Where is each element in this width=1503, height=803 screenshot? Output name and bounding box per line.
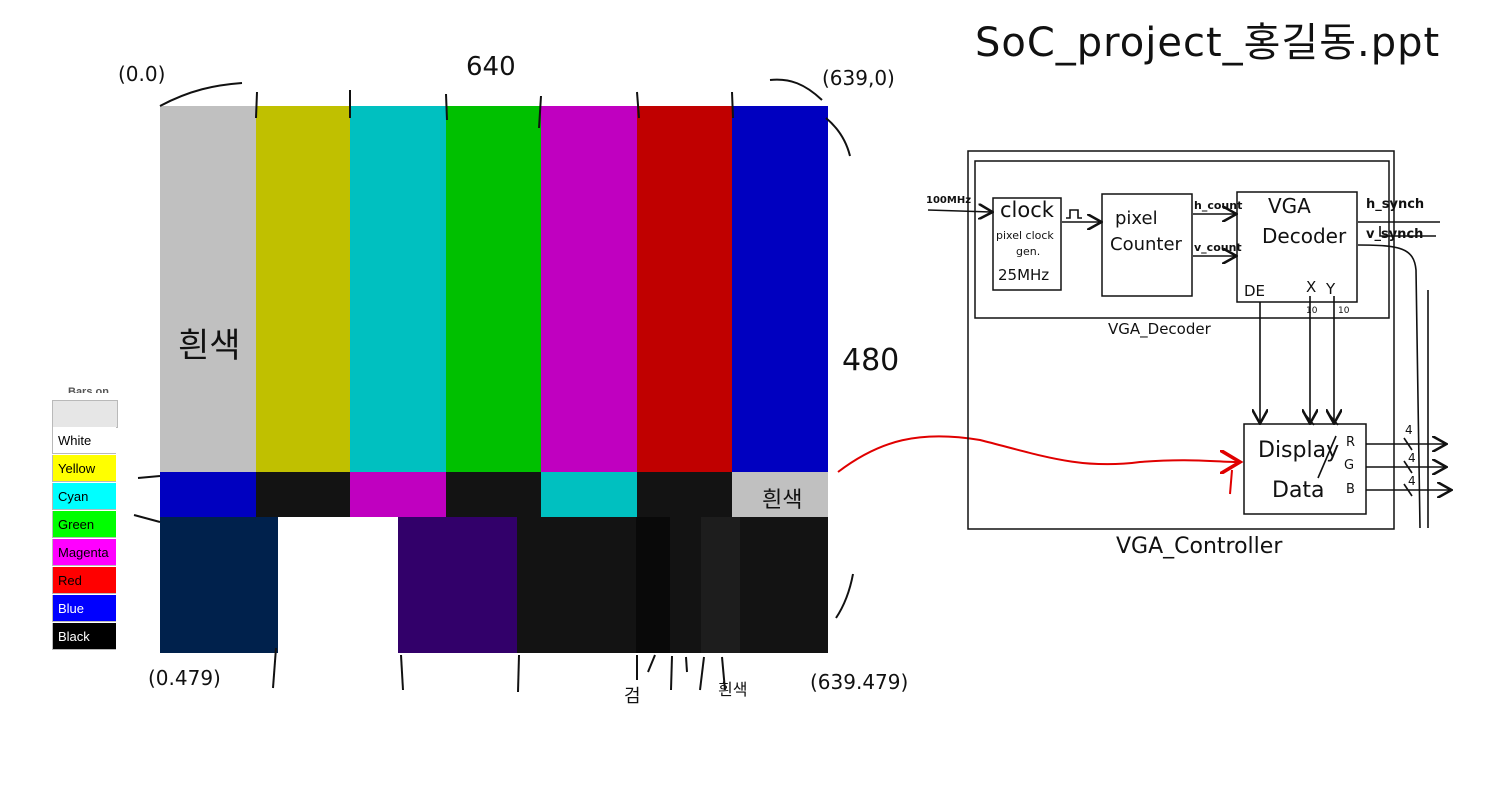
g-output-label: G	[1344, 458, 1355, 473]
x-bus-slash	[1303, 412, 1315, 426]
red-connector-tail	[1229, 469, 1233, 495]
bottom-bar-dark-gray	[701, 517, 740, 653]
bottom-bar-white	[278, 517, 398, 653]
display-block-line2: Data	[1272, 478, 1325, 503]
r-bus-slash	[1403, 437, 1413, 451]
top-bar-green	[446, 106, 541, 472]
legend-row-blue: Blue	[52, 595, 116, 622]
legend-title: Bars on	[68, 386, 109, 393]
x-bits-label: 10	[1306, 306, 1318, 316]
bottom-right-coordinate: (639.479)	[810, 670, 909, 694]
top-bar-cyan	[350, 106, 446, 472]
b-bus-slash	[1403, 483, 1413, 497]
vga-decoder-group-box	[974, 160, 1390, 319]
decoder-block-line1: VGA	[1268, 194, 1311, 218]
decoder-x-port: X	[1306, 278, 1317, 296]
v-sync-label: v_synch	[1366, 227, 1424, 242]
top-bar-red	[637, 106, 732, 472]
clock-block-freq: 25MHz	[998, 266, 1050, 284]
middle-bar-white-6	[732, 472, 828, 517]
clock-gen-box	[992, 197, 1062, 291]
decoder-de-port: DE	[1244, 282, 1266, 300]
width-label: 640	[466, 52, 516, 82]
bottom-bar-black-4	[740, 517, 828, 653]
middle-bar-black-3	[446, 472, 541, 517]
pixel-counter-box	[1101, 193, 1193, 297]
bottom-bar-black	[517, 517, 636, 653]
red-connector-arrow	[837, 435, 1238, 472]
bottom-bar-black-2	[636, 517, 670, 653]
display-slash	[1317, 435, 1337, 479]
top-bar-magenta	[541, 106, 637, 472]
white-bar-label: 흰색	[178, 326, 241, 366]
clock-pulse-icon	[1066, 209, 1082, 219]
bottom-bar-navy	[160, 517, 278, 653]
bottom-left-coordinate: (0.479)	[148, 666, 221, 690]
controller-caption: VGA_Controller	[1116, 534, 1283, 559]
top-bar-yellow	[256, 106, 350, 472]
legend-row-red: Red	[52, 567, 116, 594]
decoder-y-port: Y	[1326, 280, 1336, 298]
clock-block-line2: gen.	[1016, 245, 1041, 258]
h-sync-label: h_synch	[1366, 197, 1425, 212]
b-output-label: B	[1346, 482, 1355, 497]
counter-block-line1: pixel	[1115, 208, 1158, 229]
legend-row-black: Black	[52, 623, 116, 650]
top-bar-blue	[732, 106, 828, 472]
decoder-block-line2: Decoder	[1262, 224, 1347, 248]
height-label: 480	[842, 343, 900, 378]
v-count-label: v_count	[1194, 241, 1242, 254]
top-left-coordinate: (0.0)	[118, 62, 166, 86]
top-bar-white	[160, 106, 256, 472]
middle-bar-cyan-4	[541, 472, 637, 517]
decoder-caption: VGA_Decoder	[1108, 320, 1211, 338]
vga-controller-box	[967, 150, 1395, 530]
middle-bar-black-1	[256, 472, 350, 517]
vga-decoder-box	[1236, 191, 1358, 303]
legend-row-green: Green	[52, 511, 116, 538]
input-clock-arrow	[927, 210, 991, 212]
r-bits-label: 4	[1405, 423, 1413, 437]
color-bar-test-pattern	[160, 106, 828, 653]
b-bits-label: 4	[1408, 474, 1416, 488]
input-clock-label: 100MHz	[926, 195, 972, 206]
legend-row-magenta: Magenta	[52, 539, 116, 566]
page-title: SoC_project_홍길동.ppt	[975, 20, 1441, 66]
y-bits-label: 10	[1338, 306, 1350, 316]
v-sync-line	[1357, 244, 1421, 529]
counter-block-line2: Counter	[1110, 234, 1182, 255]
g-bus-slash	[1403, 460, 1413, 474]
white-small-bar-label: 흰색	[762, 488, 803, 513]
middle-bar-blue-0	[160, 472, 256, 517]
clock-block-line1: pixel clock	[996, 229, 1054, 242]
middle-bar-black-5	[637, 472, 732, 517]
h-count-label: h_count	[1194, 199, 1243, 212]
legend-row-yellow: Yellow	[52, 455, 116, 482]
pattern-tick-marks	[133, 78, 854, 693]
g-bits-label: 4	[1408, 451, 1416, 465]
bottom-bar-black-3	[670, 517, 701, 653]
legend-row-white: White	[52, 427, 116, 454]
r-output-label: R	[1346, 435, 1356, 450]
legend-row-cyan: Cyan	[52, 483, 116, 510]
display-block-line1: Display	[1258, 438, 1340, 463]
middle-bar-magenta-2	[350, 472, 446, 517]
clock-block-title: clock	[1000, 198, 1054, 222]
black-tick-label: 검	[624, 686, 641, 707]
h-sync-tail	[1379, 226, 1436, 237]
top-right-coordinate: (639,0)	[822, 66, 895, 90]
y-bus-slash	[1327, 412, 1339, 426]
bottom-bar-purple	[398, 517, 517, 653]
